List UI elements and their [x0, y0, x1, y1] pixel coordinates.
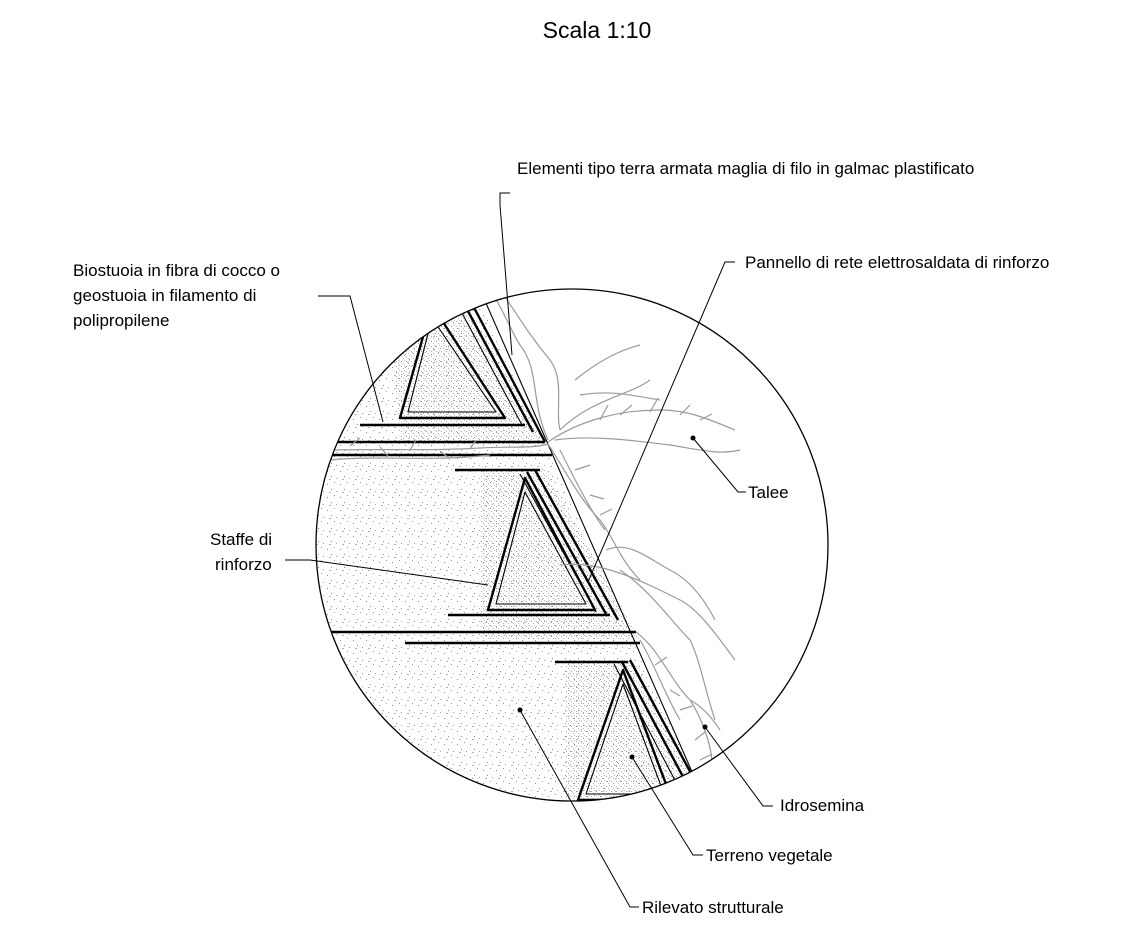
leader-pannello: [587, 261, 735, 583]
leader-dot-idrosemina: [702, 724, 708, 730]
vegetal-soil-band-3: [565, 660, 700, 800]
drawing-scale-title: Scala 1:10: [543, 17, 652, 43]
leader-staffe: [285, 559, 489, 586]
vegetation-cuttings: [316, 289, 741, 761]
label-staffe-line2: rinforzo: [215, 555, 272, 574]
reinforcement-stirrup-2: [486, 476, 597, 612]
mesh-facing-lines: [454, 289, 702, 791]
leader-dot-rilevato: [517, 707, 523, 713]
label-rilevato: Rilevato strutturale: [642, 898, 784, 917]
leader-dot-terreno: [629, 754, 635, 760]
label-elementi: Elementi tipo terra armata maglia di fil…: [517, 159, 974, 178]
leader-talee: [692, 437, 746, 493]
label-staffe-line1: Staffe di: [210, 530, 272, 549]
leader-biostuoia: [318, 295, 384, 423]
leader-dot-talee: [690, 435, 696, 441]
label-idrosemina: Idrosemina: [780, 796, 865, 815]
leader-rilevato: [519, 709, 639, 908]
callout-labels: Elementi tipo terra armata maglia di fil…: [73, 159, 1049, 917]
leader-terreno: [631, 756, 703, 856]
detail-circle-outline: [315, 288, 829, 802]
label-biostuoia-line2: geostuoia in filamento di: [73, 286, 256, 305]
label-pannello: Pannello di rete elettrosaldata di rinfo…: [745, 253, 1049, 272]
label-talee: Talee: [748, 483, 789, 502]
leader-lines: [285, 192, 773, 908]
detail-circle: [315, 288, 829, 802]
vegetal-soil-band-1: [390, 300, 545, 445]
leader-idrosemina: [704, 726, 773, 807]
horizontal-reinforcement-layers: [316, 423, 640, 664]
label-terreno: Terreno vegetale: [706, 846, 833, 865]
label-biostuoia-line1: Biostuoia in fibra di cocco o: [73, 261, 280, 280]
reinforcement-stirrup-1: [398, 303, 507, 420]
leader-elementi: [499, 192, 513, 356]
label-biostuoia-line3: polipropilene: [73, 311, 169, 330]
